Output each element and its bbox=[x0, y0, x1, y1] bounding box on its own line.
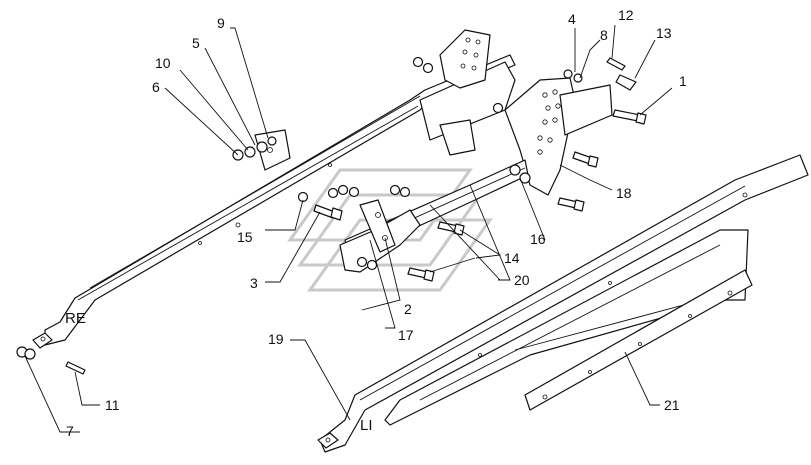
leader-lines bbox=[24, 24, 673, 433]
callout-15: 15 bbox=[237, 229, 253, 245]
callout-6: 6 bbox=[152, 79, 160, 95]
bolt-1 bbox=[612, 109, 647, 125]
callout-16: 16 bbox=[530, 231, 546, 247]
nuts-and-washers bbox=[16, 56, 583, 360]
callout-10: 10 bbox=[155, 55, 171, 71]
strip-plate bbox=[524, 269, 753, 411]
callout-18: 18 bbox=[616, 185, 632, 201]
callout-7: 7 bbox=[66, 423, 74, 439]
callout-21: 21 bbox=[664, 397, 680, 413]
upper-bracket bbox=[254, 129, 291, 171]
callout-12: 12 bbox=[618, 7, 634, 23]
callout-1: 1 bbox=[679, 73, 687, 89]
callout-13: 13 bbox=[656, 25, 672, 41]
callout-4: 4 bbox=[568, 11, 576, 27]
pin-12 bbox=[606, 57, 637, 91]
callout-8: 8 bbox=[600, 27, 608, 43]
callout-9: 9 bbox=[217, 15, 225, 31]
callout-labels: 1 2 3 4 5 6 7 8 9 10 11 12 13 14 15 16 1… bbox=[65, 7, 687, 439]
side-label-left: LI bbox=[360, 417, 373, 434]
side-label-right: RE bbox=[65, 310, 86, 327]
center-bracket bbox=[339, 199, 421, 273]
pin-11 bbox=[65, 361, 86, 375]
bolt-16 bbox=[557, 151, 599, 212]
callout-20: 20 bbox=[514, 272, 530, 288]
left-frame-rail bbox=[317, 154, 809, 453]
callout-19: 19 bbox=[268, 331, 284, 347]
callout-2: 2 bbox=[404, 301, 412, 317]
bolt-14 bbox=[407, 221, 465, 282]
bolt-3 bbox=[313, 204, 343, 221]
callout-3: 3 bbox=[250, 275, 258, 291]
callout-17: 17 bbox=[398, 327, 414, 343]
callout-5: 5 bbox=[192, 35, 200, 51]
callout-11: 11 bbox=[105, 397, 120, 413]
top-mounting-plate bbox=[439, 29, 491, 89]
callout-14: 14 bbox=[504, 250, 520, 266]
